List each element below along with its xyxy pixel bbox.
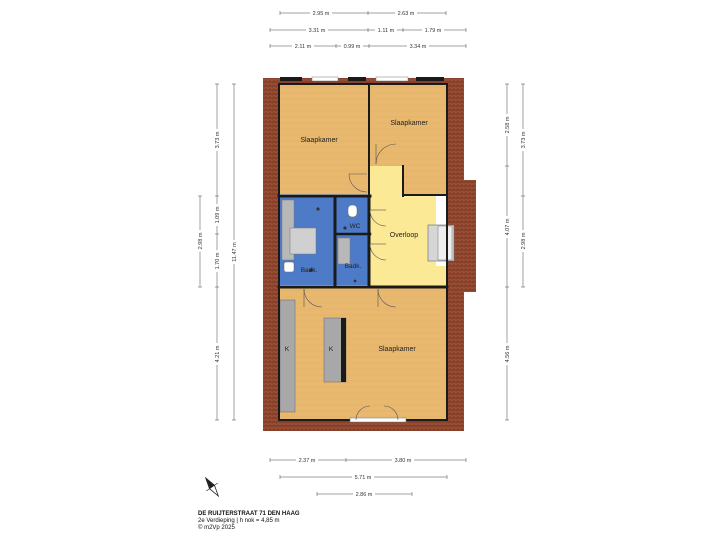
dim-left-a: 3.73 m — [215, 131, 221, 148]
drain-1 — [316, 207, 320, 211]
dim-right-outer-b: 2.98 m — [521, 232, 527, 249]
dim-bottom-row3: 2.86 m — [356, 492, 373, 498]
dim-right-b: 4.07 m — [505, 218, 511, 235]
dimension-labels: 2.95 m 2.63 m 3.31 m 1.11 m 1.79 m 2.11 … — [198, 11, 527, 498]
footer-address: DE RUIJTERSTRAAT 71 DEN HAAG — [198, 511, 300, 517]
dim-right-outer-a: 3.73 m — [521, 131, 527, 148]
footer-floor: 2e Verdieping | h nok = 4,85 m — [198, 518, 280, 524]
footer-copyright: © m2Vp 2025 — [198, 525, 235, 531]
dimension-label-bg — [196, 9, 527, 498]
room-bedroom-bottom — [279, 288, 447, 420]
roof-bottom — [263, 420, 464, 431]
dim-bottom-row1-b: 3.80 m — [395, 458, 412, 464]
dim-left-d: 4.21 m — [215, 345, 221, 362]
label-bath-right: Badk. — [345, 263, 362, 270]
label-bedroom-bottom: Slaapkamer — [378, 346, 416, 353]
label-bedroom-top-left: Slaapkamer — [300, 137, 338, 144]
dim-right-c: 4.56 m — [505, 345, 511, 362]
kitchen-island-top — [341, 318, 346, 382]
dim-top-row2-b: 1.11 m — [378, 28, 395, 34]
drain-2 — [343, 226, 347, 230]
drain-3 — [309, 268, 313, 272]
label-wc: WC — [350, 223, 361, 230]
dim-left-outer-b: 11.47 m — [232, 242, 238, 262]
dim-top-row1-b: 2.63 m — [398, 11, 415, 17]
dim-top-row2-a: 3.31 m — [309, 28, 326, 34]
room-bedroom-top-left — [279, 85, 368, 194]
label-bedroom-top-right: Slaapkamer — [390, 120, 428, 127]
windows — [280, 76, 444, 423]
dim-top-row3-c: 3.34 m — [410, 44, 427, 50]
dim-right-a: 2.58 m — [505, 116, 511, 133]
kitchen-counter-left — [279, 299, 296, 413]
wc-toilet — [347, 204, 358, 218]
footer: DE RUIJTERSTRAAT 71 DEN HAAG 2e Verdiepi… — [198, 511, 300, 532]
shower-tray — [289, 227, 317, 255]
dim-top-row3-b: 0.99 m — [344, 44, 361, 50]
roof-left — [263, 78, 280, 431]
dim-bottom-row1-a: 2.37 m — [299, 458, 316, 464]
label-kitchen-b: K — [329, 346, 334, 353]
dim-top-row3-a: 2.11 m — [295, 44, 312, 50]
doors — [303, 143, 399, 421]
dim-bottom-row2: 5.71 m — [355, 475, 372, 481]
label-landing: Overloop — [390, 232, 419, 239]
dim-left-c: 1.70 m — [215, 252, 221, 269]
dim-left-outer-a: 2.98 m — [198, 232, 204, 249]
dormer-window-fixture — [437, 225, 453, 261]
walls — [277, 83, 449, 421]
washbasin — [283, 261, 295, 273]
label-bath-left: Badk. — [301, 267, 318, 274]
dim-top-row2-c: 1.79 m — [425, 28, 442, 34]
dim-left-b: 1.09 m — [215, 206, 221, 223]
dim-top-row1-a: 2.95 m — [313, 11, 330, 17]
bath-right-tub — [337, 237, 351, 265]
compass-north-icon — [204, 476, 220, 498]
drain-4 — [353, 279, 357, 283]
label-kitchen-a: K — [285, 346, 290, 353]
